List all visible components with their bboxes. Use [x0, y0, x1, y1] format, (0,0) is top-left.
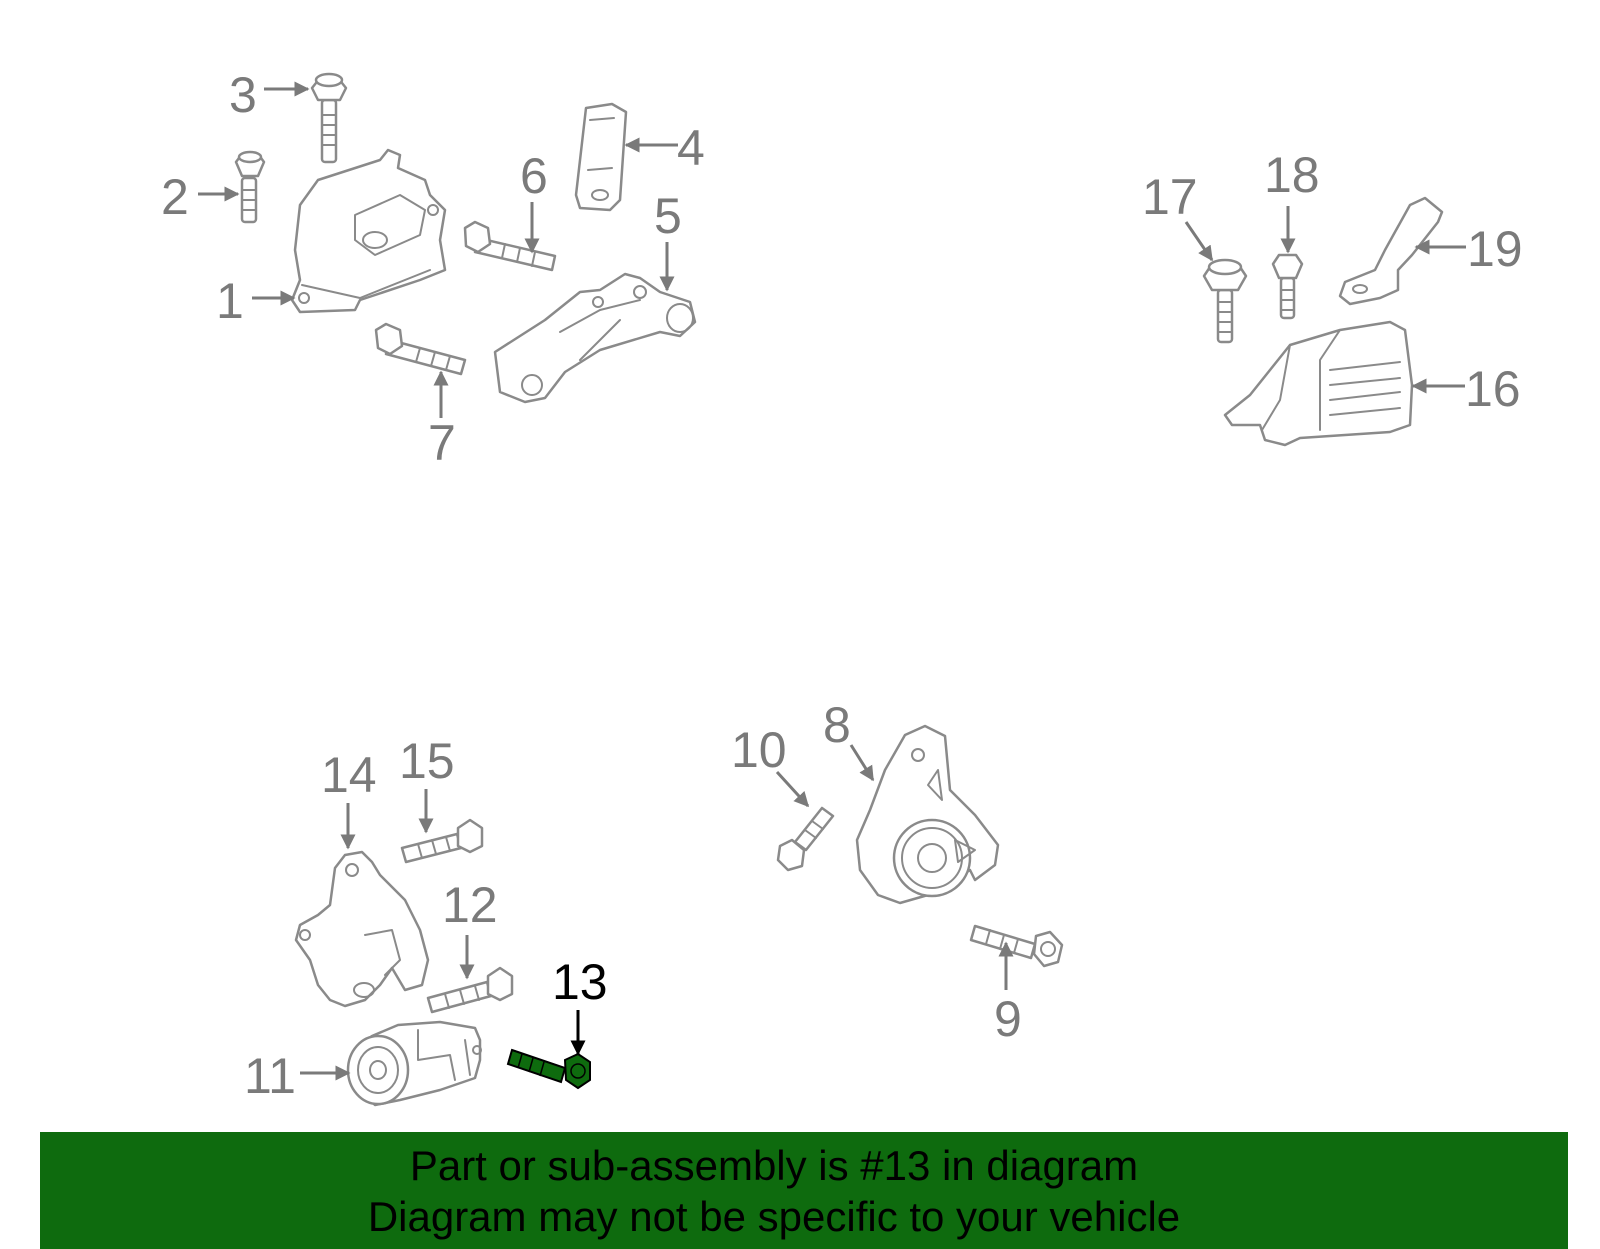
info-banner: Part or sub-assembly is #13 in diagram D… — [40, 1132, 1568, 1249]
part-17-bolt — [1202, 258, 1248, 344]
label-10: 10 — [731, 722, 787, 778]
label-17: 17 — [1142, 169, 1198, 225]
label-19: 19 — [1467, 221, 1523, 277]
label-15: 15 — [399, 733, 455, 789]
part-13-bolt-highlighted[interactable] — [506, 1048, 591, 1090]
label-4: 4 — [677, 120, 705, 176]
label-1: 1 — [216, 273, 244, 329]
part-12-bolt — [426, 966, 514, 1014]
part-8-mount — [855, 724, 1000, 905]
label-12: 12 — [442, 877, 498, 933]
part-19-bracket — [1338, 196, 1444, 306]
callout-labels: 3 2 1 4 6 5 7 17 18 19 16 10 8 9 14 15 1… — [161, 67, 1523, 1104]
label-9: 9 — [994, 991, 1022, 1047]
label-18: 18 — [1264, 147, 1320, 203]
part-7-bolt — [374, 322, 467, 376]
part-1-engine-mount — [290, 148, 447, 314]
part-15-bolt — [400, 818, 484, 864]
part-9-bolt — [969, 924, 1064, 968]
label-14: 14 — [321, 747, 377, 803]
part-6-bolt — [463, 220, 557, 272]
label-5: 5 — [654, 188, 682, 244]
part-10-bolt — [776, 806, 835, 872]
label-8: 8 — [823, 697, 851, 753]
label-2: 2 — [161, 169, 189, 225]
part-2-bolt — [234, 150, 266, 224]
label-6: 6 — [520, 148, 548, 204]
part-14-bracket — [294, 850, 430, 1008]
part-4-bracket — [574, 102, 628, 212]
label-16: 16 — [1465, 361, 1521, 417]
part-5-bracket — [493, 272, 697, 404]
part-16-transmission-mount — [1223, 320, 1414, 447]
part-11-mount — [346, 1020, 482, 1107]
leader-arrows — [198, 81, 1466, 1081]
label-11: 11 — [244, 1048, 296, 1104]
part-3-bolt — [310, 72, 348, 164]
label-7: 7 — [428, 415, 456, 471]
label-3: 3 — [229, 67, 257, 123]
banner-line-1: Part or sub-assembly is #13 in diagram — [409, 1142, 1139, 1189]
part-18-bolt — [1271, 253, 1304, 320]
label-13: 13 — [552, 954, 608, 1010]
banner-line-2: Diagram may not be specific to your vehi… — [367, 1193, 1181, 1240]
